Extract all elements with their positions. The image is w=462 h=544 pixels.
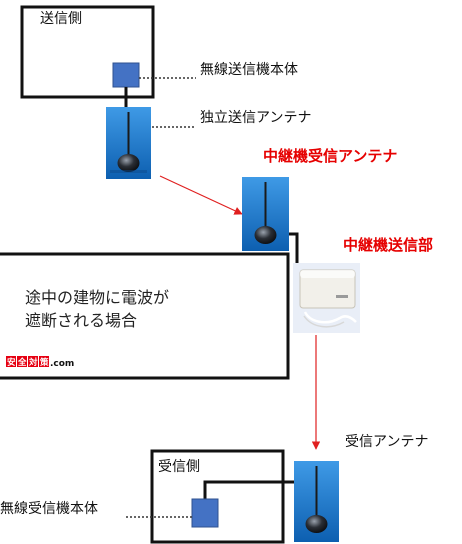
signal-arrow-to-relay [159, 175, 243, 215]
sender-side-label: 送信側 [40, 11, 82, 27]
wireless-rx-unit [191, 498, 219, 528]
obstacle-text-line1: 途中の建物に電波が [25, 288, 170, 307]
rx-cable [203, 480, 294, 500]
logo-suffix: .com [50, 359, 74, 369]
svg-text:対: 対 [28, 357, 38, 368]
obstacle-text-line2: 遮断される場合 [25, 311, 138, 330]
wireless-tx-unit [112, 62, 140, 88]
wireless-rx-unit-label: 無線受信機本体 [0, 501, 98, 517]
svg-text:安: 安 [7, 357, 16, 368]
relay-tx-unit-label: 中継機送信部 [343, 236, 434, 254]
svg-text:全: 全 [17, 357, 27, 368]
anzen-taisaku-logo: 安 全 対 策 .com [6, 356, 74, 369]
relay-cable [289, 232, 299, 270]
sender-side-box [20, 5, 155, 99]
rx-antenna [294, 461, 339, 542]
relay-tx-device [293, 263, 360, 333]
standalone-tx-antenna-label: 独立送信アンテナ [200, 110, 312, 126]
relay-rx-antenna-label: 中継機受信アンテナ [263, 147, 398, 165]
relay-rx-antenna [242, 177, 289, 251]
wireless-tx-unit-label: 無線送信機本体 [200, 62, 298, 78]
receiver-side-label: 受信側 [158, 459, 200, 475]
svg-text:策: 策 [39, 357, 49, 368]
standalone-tx-antenna [106, 107, 151, 179]
rx-antenna-label: 受信アンテナ [345, 434, 429, 450]
